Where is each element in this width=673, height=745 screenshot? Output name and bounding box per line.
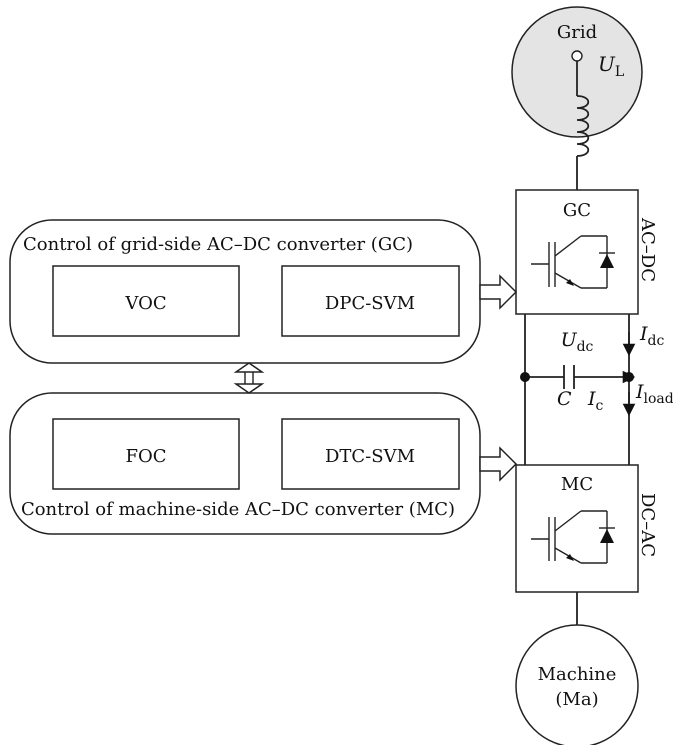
- machine-side-control-panel: FOC DTC-SVM Control of machine-side AC–D…: [9, 392, 481, 535]
- udc-label: Udc: [561, 329, 594, 355]
- dpc-svm-box: [281, 265, 460, 337]
- grid-inductor: [576, 61, 590, 190]
- iload-label: Iload: [635, 381, 673, 407]
- grid-side-control-title: Control of grid-side AC–DC converter (GC…: [23, 234, 413, 255]
- dc-link: Udc Idc C Ic Iload: [520, 314, 673, 465]
- mc-label: MC: [561, 474, 593, 495]
- foc-label: FOC: [125, 446, 166, 467]
- machine-circle: [515, 624, 639, 745]
- interlink-shaft: [244, 372, 254, 384]
- gc-transistor-symbol: [531, 235, 615, 289]
- dtc-svm-label: DTC-SVM: [325, 446, 415, 467]
- gc-label: GC: [563, 200, 591, 221]
- interlink-up-arrow: [233, 362, 265, 373]
- grid-label: Grid: [557, 22, 597, 43]
- machine-label-line2: (Ma): [555, 689, 598, 710]
- gc-side-label: AC–DC: [637, 217, 658, 282]
- dtc-svm-box: [281, 418, 460, 490]
- gc-converter: GC AC–DC: [515, 189, 658, 315]
- machine-label-line1: Machine: [538, 664, 617, 685]
- mc-transistor-symbol: [531, 510, 615, 564]
- grid-terminal: [571, 50, 583, 62]
- grid-voltage-label: UL: [598, 52, 624, 80]
- mc-converter: MC DC–AC: [515, 464, 658, 593]
- mc-side-label: DC–AC: [637, 493, 658, 557]
- interlink-down-arrow: [233, 383, 265, 394]
- ic-label: Ic: [587, 388, 604, 414]
- machine-node: Machine (Ma): [515, 624, 639, 745]
- capacitor-label: C: [557, 388, 572, 410]
- machine-side-control-title: Control of machine-side AC–DC converter …: [21, 499, 455, 520]
- grid-side-control-panel: Control of grid-side AC–DC converter (GC…: [9, 219, 481, 364]
- foc-box: [52, 418, 240, 490]
- voc-label: VOC: [124, 293, 166, 314]
- grid-control-arrow: [479, 274, 518, 310]
- gc-box: [515, 189, 639, 315]
- mc-box: [515, 464, 639, 593]
- voc-box: [52, 265, 240, 337]
- machine-control-arrow: [479, 446, 518, 482]
- dpc-svm-label: DPC-SVM: [325, 293, 415, 314]
- idc-label: Idc: [639, 323, 664, 349]
